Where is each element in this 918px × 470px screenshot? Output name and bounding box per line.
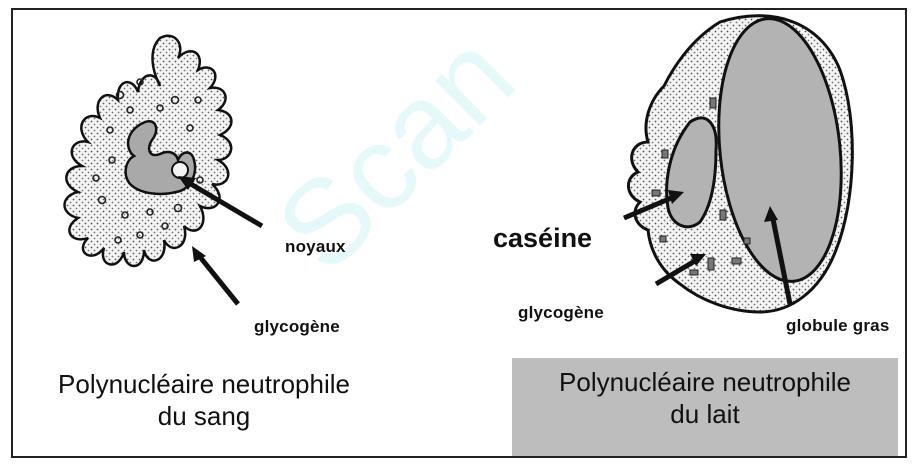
caption-blood: Polynucléaire neutrophile du sang: [34, 368, 374, 432]
label-glycogen-right: glycogène: [518, 303, 604, 323]
caption-milk: Polynucléaire neutrophile du lait: [530, 366, 880, 430]
caption-blood-line2: du sang: [34, 400, 374, 432]
caption-milk-line1: Polynucléaire neutrophile: [530, 366, 880, 398]
nucleus-vacuole: [172, 162, 188, 178]
caption-blood-line1: Polynucléaire neutrophile: [34, 368, 374, 400]
milk-neutrophil: [624, 12, 853, 312]
label-casein: caséine: [493, 223, 592, 254]
blood-neutrophil: [65, 36, 263, 304]
label-fat-globule: globule gras: [786, 316, 889, 336]
label-glycogen-left: glycogène: [254, 317, 340, 337]
label-nuclei: noyaux: [285, 237, 346, 257]
arrow-glycogen-left: [196, 252, 238, 304]
caption-milk-line2: du lait: [530, 398, 880, 430]
